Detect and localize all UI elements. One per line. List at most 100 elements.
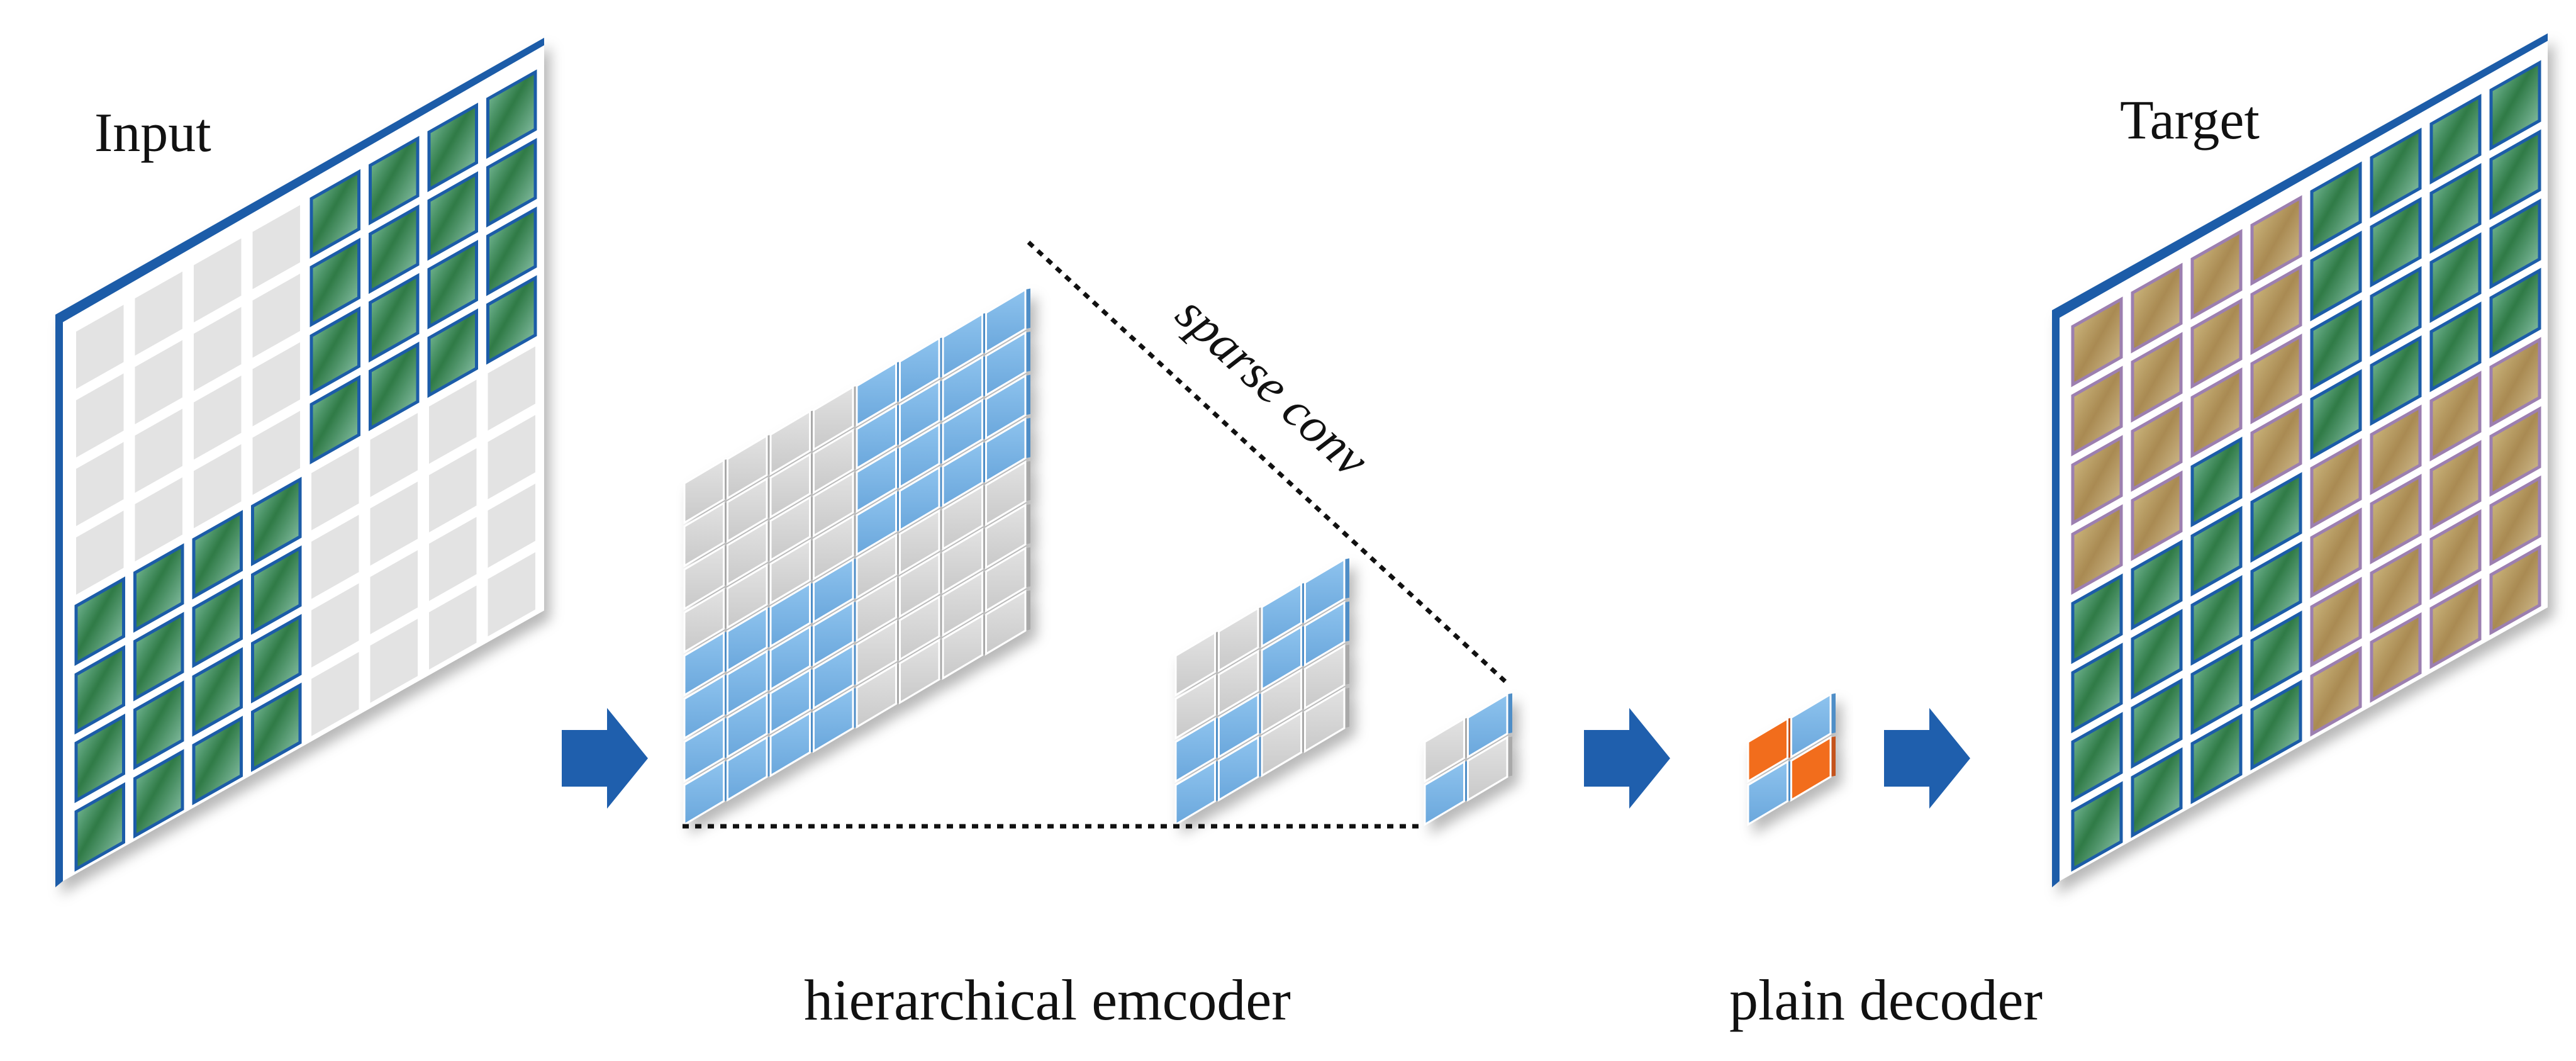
leaf-patch	[2190, 644, 2243, 735]
masked-patch	[76, 442, 124, 526]
dry-leaf-patch	[2131, 332, 2183, 423]
inactive-cell	[813, 428, 854, 495]
active-cell	[813, 558, 854, 624]
dry-leaf-patch	[2370, 404, 2422, 495]
leaf-patch	[427, 240, 478, 330]
dry-leaf-patch	[2370, 473, 2422, 564]
leaf-patch	[192, 578, 243, 668]
leaf-patch	[2190, 505, 2243, 597]
inactive-cell	[942, 614, 983, 680]
masked-patch	[76, 510, 124, 595]
inactive-cell	[1261, 711, 1302, 778]
masked-patch	[194, 238, 242, 323]
leaf-patch	[486, 275, 537, 365]
inactive-cell	[899, 638, 940, 705]
active-cell	[985, 374, 1027, 441]
leaf-patch	[309, 374, 360, 464]
cell-side	[1025, 331, 1030, 373]
masked-patch	[429, 448, 477, 533]
cell-side	[1507, 693, 1512, 734]
dry-leaf-patch	[2489, 544, 2541, 636]
inactive-cell	[899, 552, 940, 619]
inactive-cell	[1218, 606, 1259, 673]
leaf-patch	[309, 169, 360, 259]
leaf-patch	[2071, 712, 2123, 803]
dry-leaf-patch	[2071, 366, 2123, 457]
dry-leaf-patch	[2190, 367, 2243, 458]
dry-leaf-patch	[2429, 440, 2482, 531]
masked-patch	[370, 481, 418, 566]
cell-side	[1831, 693, 1836, 734]
inactive-cell	[856, 576, 897, 643]
active-cell	[985, 288, 1027, 354]
dry-leaf-patch	[2071, 504, 2123, 595]
cell-side	[1025, 461, 1030, 502]
leaf-patch	[2071, 781, 2123, 872]
target-panel-edge	[2052, 33, 2548, 887]
leaf-patch	[2370, 335, 2422, 426]
masked-patch	[370, 550, 418, 634]
leaf-patch	[2429, 301, 2482, 393]
masked-patch	[311, 583, 359, 668]
masked-patch	[194, 306, 242, 391]
leaf-patch	[2131, 539, 2183, 631]
active-cell	[727, 606, 768, 673]
leaf-patch	[74, 782, 125, 872]
cell-side	[1344, 644, 1349, 685]
dry-leaf-patch	[2190, 298, 2243, 389]
inactive-cell	[985, 589, 1027, 656]
cell-side	[1025, 590, 1030, 631]
active-cell	[899, 336, 940, 403]
encoded-cell	[1790, 692, 1832, 759]
input-patch-grid	[74, 69, 537, 872]
active-cell	[899, 422, 940, 489]
leaf-patch	[2131, 609, 2183, 700]
dry-leaf-patch	[2310, 576, 2362, 668]
leaf-patch	[133, 543, 184, 633]
masked-patch	[429, 379, 477, 464]
decoded-cell	[1790, 736, 1832, 802]
active-cell	[683, 631, 725, 697]
inactive-cell	[683, 587, 725, 654]
inactive-cell	[683, 544, 725, 611]
input-panel	[55, 38, 544, 887]
leaf-patch	[2250, 472, 2302, 563]
leaf-patch	[2071, 573, 2123, 665]
active-cell	[769, 625, 811, 692]
leaf-patch	[427, 171, 478, 261]
inactive-cell	[856, 663, 897, 729]
cell-side	[1507, 736, 1512, 777]
leaf-patch	[2429, 94, 2482, 185]
inactive-cell	[683, 501, 725, 568]
leaf-patch	[2131, 747, 2183, 838]
leaf-patch	[192, 716, 243, 806]
leaf-patch	[2250, 541, 2302, 632]
masked-patch	[311, 652, 359, 736]
active-cell	[856, 404, 897, 470]
dry-leaf-patch	[2489, 337, 2541, 428]
cell-side	[1025, 417, 1030, 459]
inactive-cell	[727, 520, 768, 587]
leaf-patch	[2489, 129, 2541, 220]
encoder-feature-grid-medium	[1174, 558, 1349, 826]
leaf-patch	[2071, 643, 2123, 734]
active-cell	[683, 760, 725, 826]
inactive-cell	[1218, 649, 1259, 716]
leaf-patch	[192, 510, 243, 600]
active-cell	[813, 687, 854, 753]
inactive-cell	[942, 485, 983, 551]
masked-patch	[429, 517, 477, 602]
masked-patch	[488, 552, 535, 637]
active-cell	[899, 379, 940, 446]
dry-leaf-patch	[2489, 475, 2541, 566]
active-cell	[1218, 736, 1259, 802]
active-cell	[727, 649, 768, 716]
masked-patch	[370, 413, 418, 497]
encoder-caption: hierarchical emcoder	[804, 968, 1291, 1032]
leaf-patch	[74, 576, 125, 666]
active-cell	[769, 711, 811, 778]
cell-side	[1025, 374, 1030, 415]
decoder-block	[1747, 692, 1836, 826]
inactive-cell	[1174, 673, 1216, 740]
leaf-patch	[251, 614, 302, 704]
